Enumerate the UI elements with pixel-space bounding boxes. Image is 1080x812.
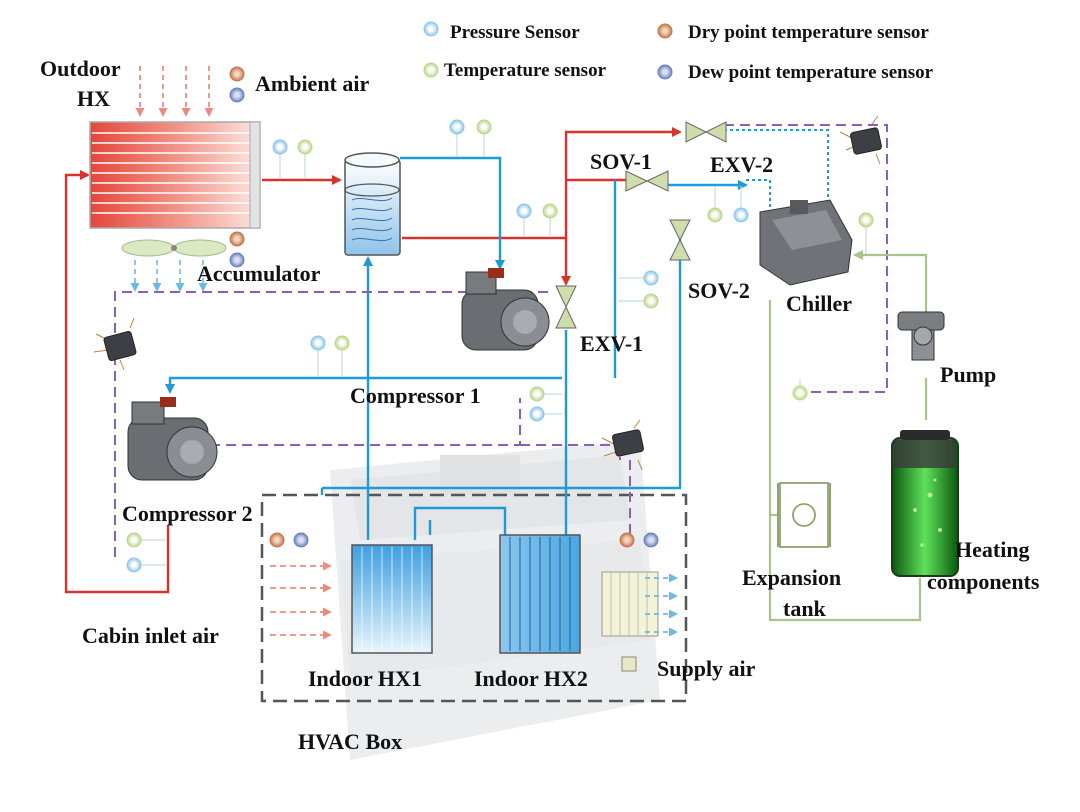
hvac-box-label: HVAC Box — [298, 729, 402, 754]
outdoor-air-out-arrows — [130, 260, 208, 292]
supply-air-label: Supply air — [657, 656, 756, 681]
supply-air-dry-point-sensor — [619, 532, 635, 548]
legend-dry-point-label: Dry point temperature sensor — [688, 22, 929, 43]
legend-temperature-label: Temperature sensor — [444, 60, 607, 81]
indoor-hx1-label: Indoor HX1 — [308, 666, 422, 691]
indoor-hx2-label: Indoor HX2 — [474, 666, 588, 691]
hot-refrigerant-lines — [64, 127, 682, 594]
dew-point-chip-left — [93, 317, 137, 371]
legend-pressure-label: Pressure Sensor — [450, 22, 580, 43]
outdoor-hx-outlet-pressure-sensor — [272, 139, 288, 155]
chiller-coolant-temperature-sensor — [858, 212, 874, 228]
exv-1-label: EXV-1 — [580, 331, 643, 356]
ambient-dew-point-sensor — [229, 87, 245, 103]
pump-loop-temperature-sensor — [792, 385, 808, 401]
legend-dew-point-sensor-icon — [657, 64, 673, 80]
accumulator-outlet-temperature-sensor — [476, 119, 492, 135]
accumulator-outlet-pressure-sensor — [449, 119, 465, 135]
expansion-tank-label-line2: tank — [783, 596, 827, 621]
indoor-hx1 — [351, 544, 433, 654]
pump-label: Pump — [940, 362, 996, 387]
outdoor-hx — [89, 121, 261, 229]
chiller-inlet-pressure-sensor — [733, 207, 749, 223]
compressor-suction-temperature-sensor — [334, 335, 350, 351]
indoor-hx2 — [499, 534, 581, 654]
compressor-suction-pressure-sensor — [310, 335, 326, 351]
outdoor-fan-icon — [121, 239, 227, 257]
outdoor-exit-dew-point-sensor — [229, 252, 245, 268]
chiller — [759, 199, 853, 286]
legend-pressure-sensor-icon — [423, 21, 439, 37]
exv1-pressure-sensor — [643, 270, 659, 286]
sov-2-valve — [669, 219, 691, 261]
outdoor-hx-label-line1: Outdoor — [40, 56, 121, 81]
exv2-to-chiller-dotted-lines — [724, 129, 829, 215]
cabin-inlet-dry-point-sensor — [269, 532, 285, 548]
indoor-line-pressure-sensor — [529, 406, 545, 422]
heating-components-label-line1: Heating — [955, 537, 1030, 562]
compressor2-temperature-sensor — [126, 532, 142, 548]
ambient-air-arrows — [135, 66, 214, 117]
exv1-temperature-sensor — [643, 293, 659, 309]
supply-heater — [601, 571, 659, 672]
cabin-inlet-air-label: Cabin inlet air — [82, 623, 219, 648]
accumulator — [344, 152, 401, 256]
signal-lines — [114, 124, 888, 560]
legend-dew-point-label: Dew point temperature sensor — [688, 62, 934, 83]
cold-refrigerant-lines — [165, 156, 748, 540]
chiller-label: Chiller — [786, 291, 852, 316]
exv-2-valve — [685, 121, 727, 143]
compressor1-discharge-temperature-sensor — [542, 203, 558, 219]
cabin-inlet-air-arrows — [270, 561, 332, 640]
compressor2-pressure-sensor — [126, 557, 142, 573]
compressor-2 — [127, 397, 218, 481]
supply-air-dew-point-sensor — [643, 532, 659, 548]
ambient-dry-point-sensor — [229, 66, 245, 82]
heating-components-battery — [891, 430, 959, 577]
dew-point-chip-top-right — [839, 115, 882, 165]
expansion-tank — [777, 482, 831, 548]
outdoor-hx-outlet-temperature-sensor — [297, 139, 313, 155]
indoor-line-temperature-sensor — [529, 386, 545, 402]
heating-components-label-line2: components — [927, 569, 1040, 594]
legend-dry-point-sensor-icon — [657, 23, 673, 39]
dew-point-chip-hvac — [601, 419, 644, 471]
sov-1-label: SOV-1 — [590, 149, 652, 174]
sov-2-label: SOV-2 — [688, 278, 750, 303]
pump — [897, 311, 945, 361]
legend-temperature-sensor-icon — [423, 62, 439, 78]
expansion-tank-label-line1: Expansion — [742, 565, 841, 590]
compressor-1 — [461, 268, 550, 351]
hvac-box-border — [260, 493, 688, 703]
sov-1-valve — [625, 170, 669, 192]
compressor1-discharge-pressure-sensor — [516, 203, 532, 219]
outdoor-hx-label-line2: HX — [77, 86, 110, 111]
cabin-inlet-dew-point-sensor — [293, 532, 309, 548]
outdoor-exit-dry-point-sensor — [229, 231, 245, 247]
compressor-2-label: Compressor 2 — [122, 501, 253, 526]
exv-1-valve — [555, 285, 577, 329]
chiller-inlet-temperature-sensor — [707, 207, 723, 223]
exv-2-label: EXV-2 — [710, 152, 773, 177]
accumulator-label: Accumulator — [197, 261, 321, 286]
compressor-1-label: Compressor 1 — [350, 383, 481, 408]
ambient-air-label: Ambient air — [255, 71, 370, 96]
